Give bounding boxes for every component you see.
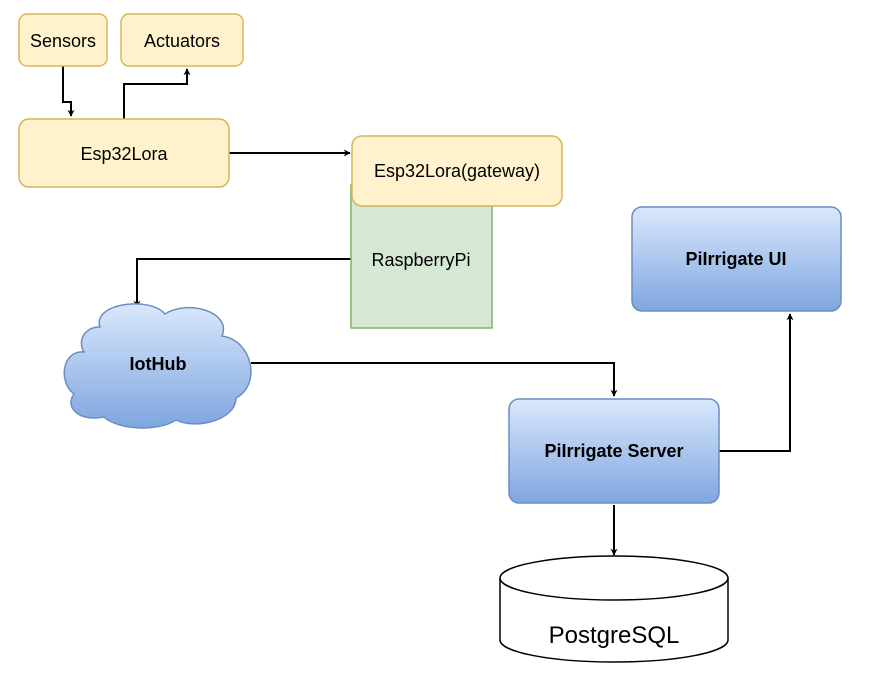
actuators-label: Actuators bbox=[144, 31, 220, 51]
piirrigate-server-node[interactable]: PiIrrigate Server bbox=[508, 398, 720, 504]
edge-iothub-to-server bbox=[251, 362, 618, 397]
raspberrypi-node[interactable]: RaspberryPi bbox=[350, 184, 493, 329]
postgresql-database-node[interactable]: PostgreSQL bbox=[499, 555, 729, 663]
edge-sensors-to-esp32lora bbox=[62, 66, 75, 117]
raspberrypi-label: RaspberryPi bbox=[371, 250, 470, 270]
esp32lora-node[interactable]: Esp32Lora bbox=[18, 118, 230, 188]
iothub-label: IotHub bbox=[130, 354, 187, 374]
sensors-node[interactable]: Sensors bbox=[18, 13, 108, 67]
piirrigate-ui-node[interactable]: PiIrrigate UI bbox=[631, 206, 842, 312]
postgresql-label: PostgreSQL bbox=[549, 622, 680, 649]
iothub-cloud-node[interactable]: IotHub bbox=[63, 303, 252, 429]
piirrigate-ui-label: PiIrrigate UI bbox=[685, 249, 786, 269]
edge-esp32lora-to-actuators bbox=[123, 68, 191, 119]
esp32lora-gateway-label: Esp32Lora(gateway) bbox=[374, 161, 540, 181]
edge-raspberrypi-to-iothub bbox=[133, 258, 351, 308]
sensors-label: Sensors bbox=[30, 31, 96, 51]
edge-server-to-ui bbox=[719, 313, 794, 452]
esp32lora-gateway-node[interactable]: Esp32Lora(gateway) bbox=[351, 135, 563, 207]
edges bbox=[62, 66, 794, 556]
actuators-node[interactable]: Actuators bbox=[120, 13, 244, 67]
esp32lora-label: Esp32Lora bbox=[80, 144, 168, 164]
piirrigate-server-label: PiIrrigate Server bbox=[544, 441, 683, 461]
